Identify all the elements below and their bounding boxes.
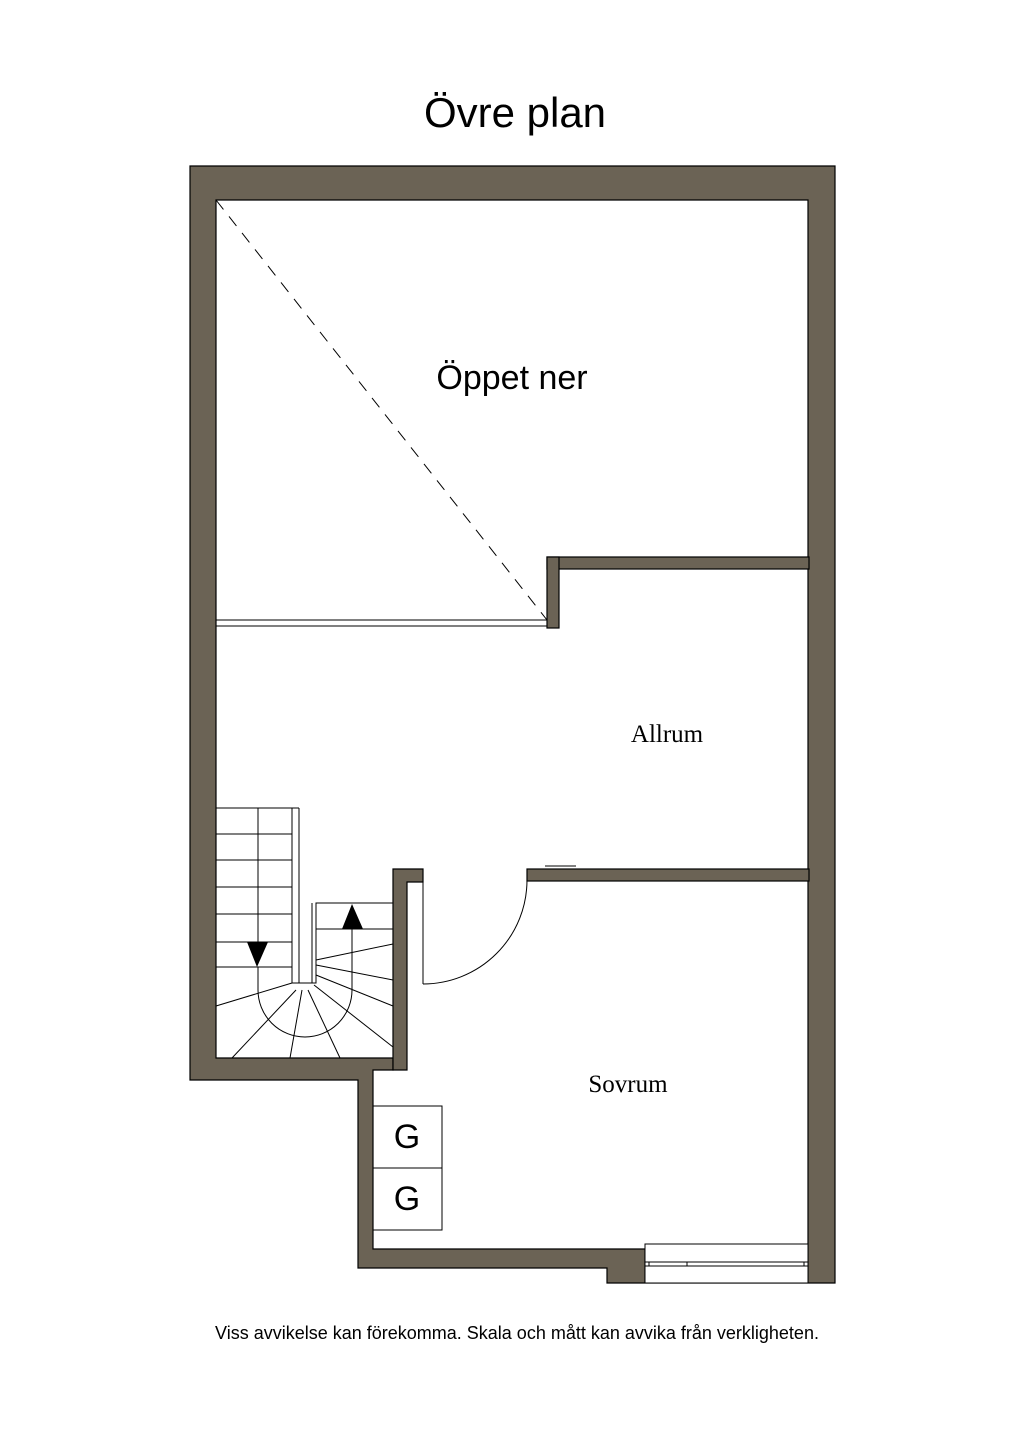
- wardrobes: G G: [372, 1105, 443, 1231]
- wardrobe-label-2: G: [394, 1180, 420, 1218]
- disclaimer: Viss avvikelse kan förekomma. Skala och …: [215, 1323, 819, 1343]
- window: [644, 1243, 809, 1284]
- room-label-open-below: Öppet ner: [436, 359, 587, 397]
- plan-title: Övre plan: [424, 89, 606, 136]
- railing: [215, 619, 548, 627]
- wall-allrum-sovrum: [526, 868, 810, 882]
- outer-walls: [189, 165, 836, 1284]
- wardrobe-label-1: G: [394, 1118, 420, 1156]
- wall-open-stub: [546, 556, 560, 629]
- wall-open-allrum: [546, 556, 810, 570]
- bedroom-door-swing: [422, 879, 528, 985]
- staircase: [215, 807, 394, 1059]
- open-below-diagonal: [215, 199, 548, 621]
- room-label-allrum: Allrum: [631, 721, 704, 748]
- wardrobe-2: [372, 1167, 443, 1231]
- stair-arrow-up-icon: [342, 904, 363, 929]
- stair-arrow-down-icon: [247, 942, 268, 967]
- wall-stairwell: [392, 868, 424, 1071]
- room-label-sovrum: Sovrum: [588, 1071, 668, 1098]
